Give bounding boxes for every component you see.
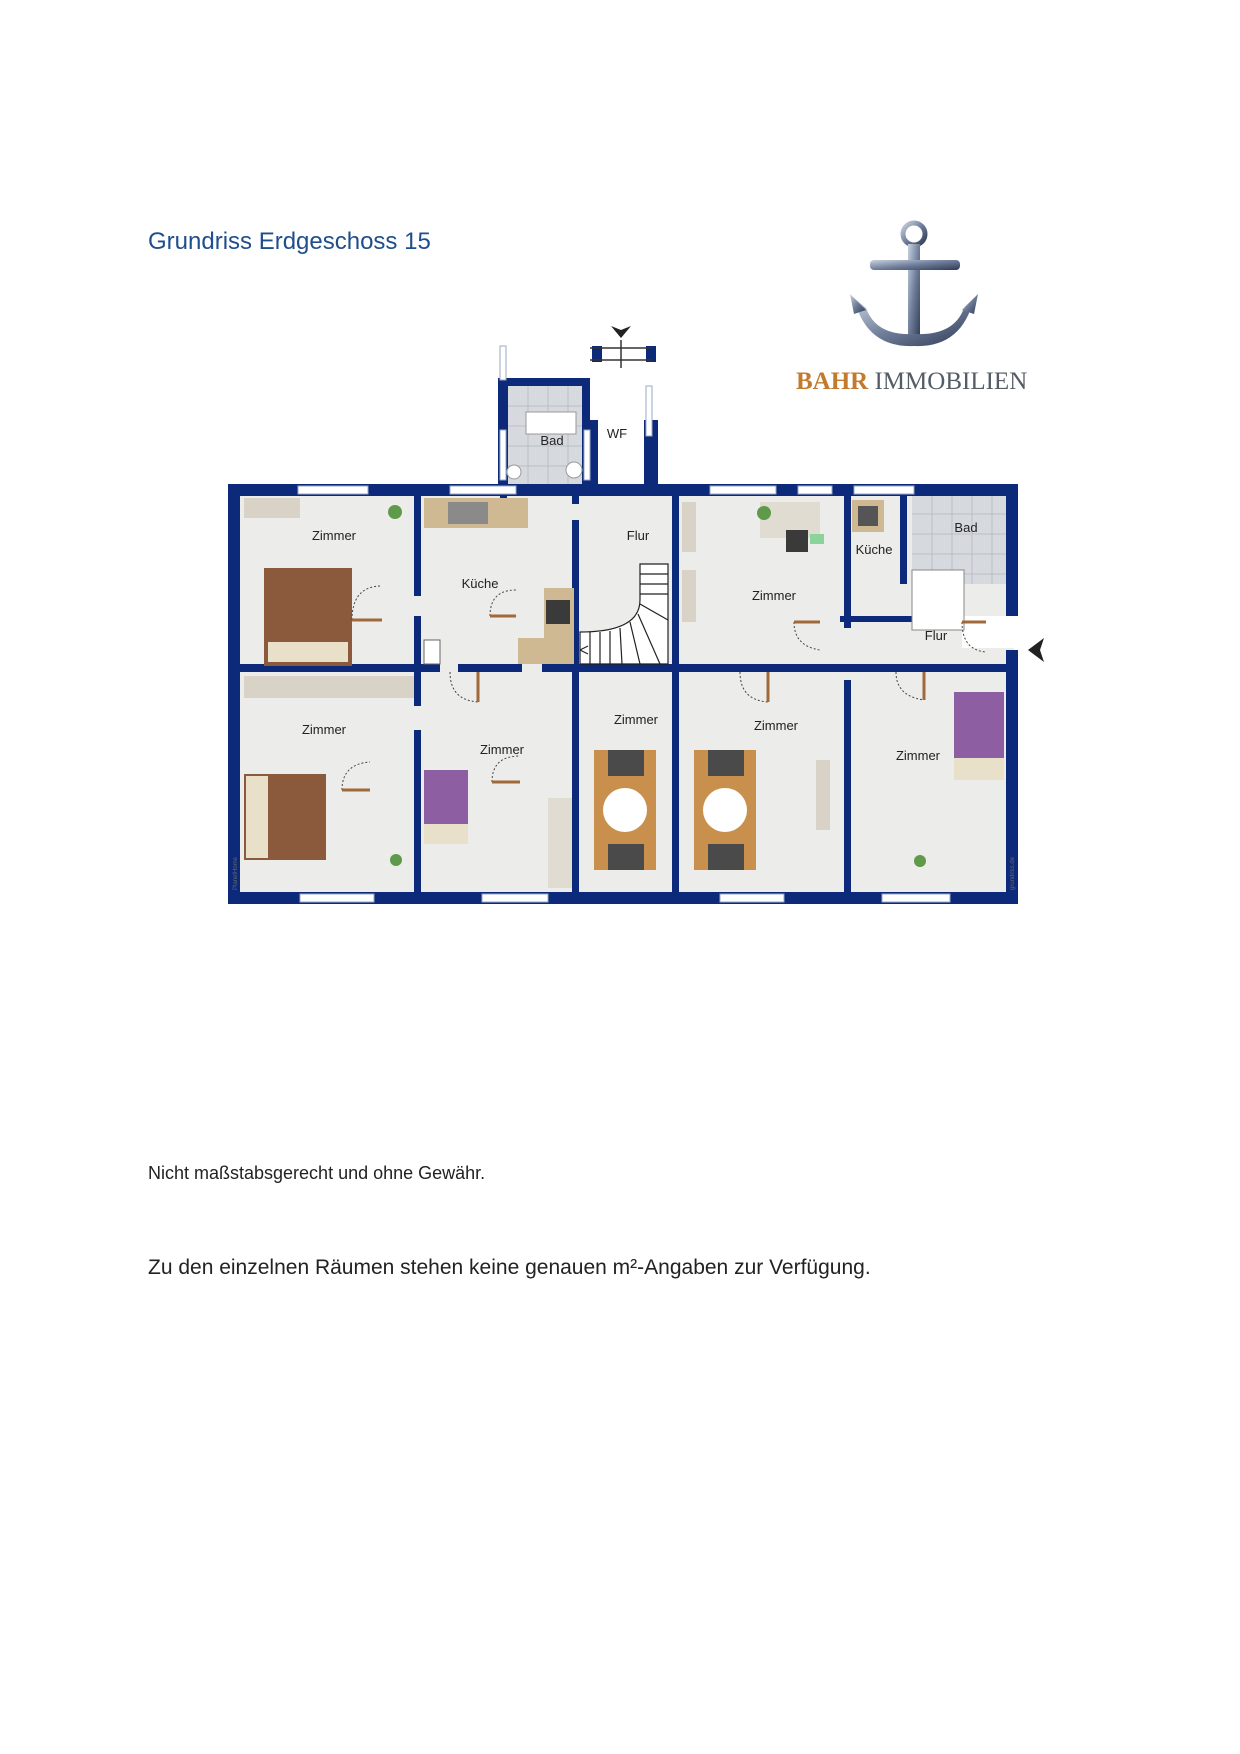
- logo-wordmark: BAHR IMMOBILIEN: [796, 368, 1027, 396]
- room-label-bad-top: Bad: [540, 433, 563, 448]
- room-label-flur-right: Flur: [925, 628, 948, 643]
- logo-suffix: IMMOBILIEN: [874, 368, 1028, 395]
- page-title: Grundriss Erdgeschoss 15: [148, 228, 431, 255]
- note-area: Zu den einzelnen Räumen stehen keine gen…: [148, 1256, 871, 1279]
- room-label-zimmer-office: Zimmer: [752, 588, 797, 603]
- room-label-kueche-left: Küche: [462, 576, 499, 591]
- room-label-bad-right: Bad: [954, 520, 977, 535]
- room-label-flur-center: Flur: [627, 528, 650, 543]
- entrance-arrow-right: [1028, 638, 1044, 662]
- floor-plan: Bad WF Zimmer Küche Flur Zimmer Küche Ba…: [220, 320, 1060, 910]
- room-label-zimmer-s3: Zimmer: [614, 712, 659, 727]
- logo-brand: BAHR: [796, 368, 869, 395]
- credit-left: PlanetHome: [233, 856, 239, 890]
- floor-plan-drawing: Bad WF Zimmer Küche Flur Zimmer Küche Ba…: [228, 326, 1044, 904]
- room-label-wf: WF: [607, 426, 627, 441]
- room-label-kueche-right: Küche: [856, 542, 893, 557]
- credit-right: grundriss.de: [1010, 856, 1016, 890]
- anchor-icon: [850, 220, 978, 347]
- room-label-zimmer-s4: Zimmer: [754, 718, 799, 733]
- note-scale: Nicht maßstabsgerecht und ohne Gewähr.: [148, 1163, 486, 1183]
- company-logo: BAHR IMMOBILIEN: [796, 218, 1027, 398]
- room-label-zimmer-nw: Zimmer: [312, 528, 357, 543]
- room-label-zimmer-se: Zimmer: [896, 748, 941, 763]
- room-label-zimmer-s2: Zimmer: [480, 742, 525, 757]
- room-label-zimmer-sw: Zimmer: [302, 722, 347, 737]
- furniture: [244, 411, 1004, 888]
- staircase: [579, 563, 669, 665]
- entrance-arrow-top: [611, 326, 631, 338]
